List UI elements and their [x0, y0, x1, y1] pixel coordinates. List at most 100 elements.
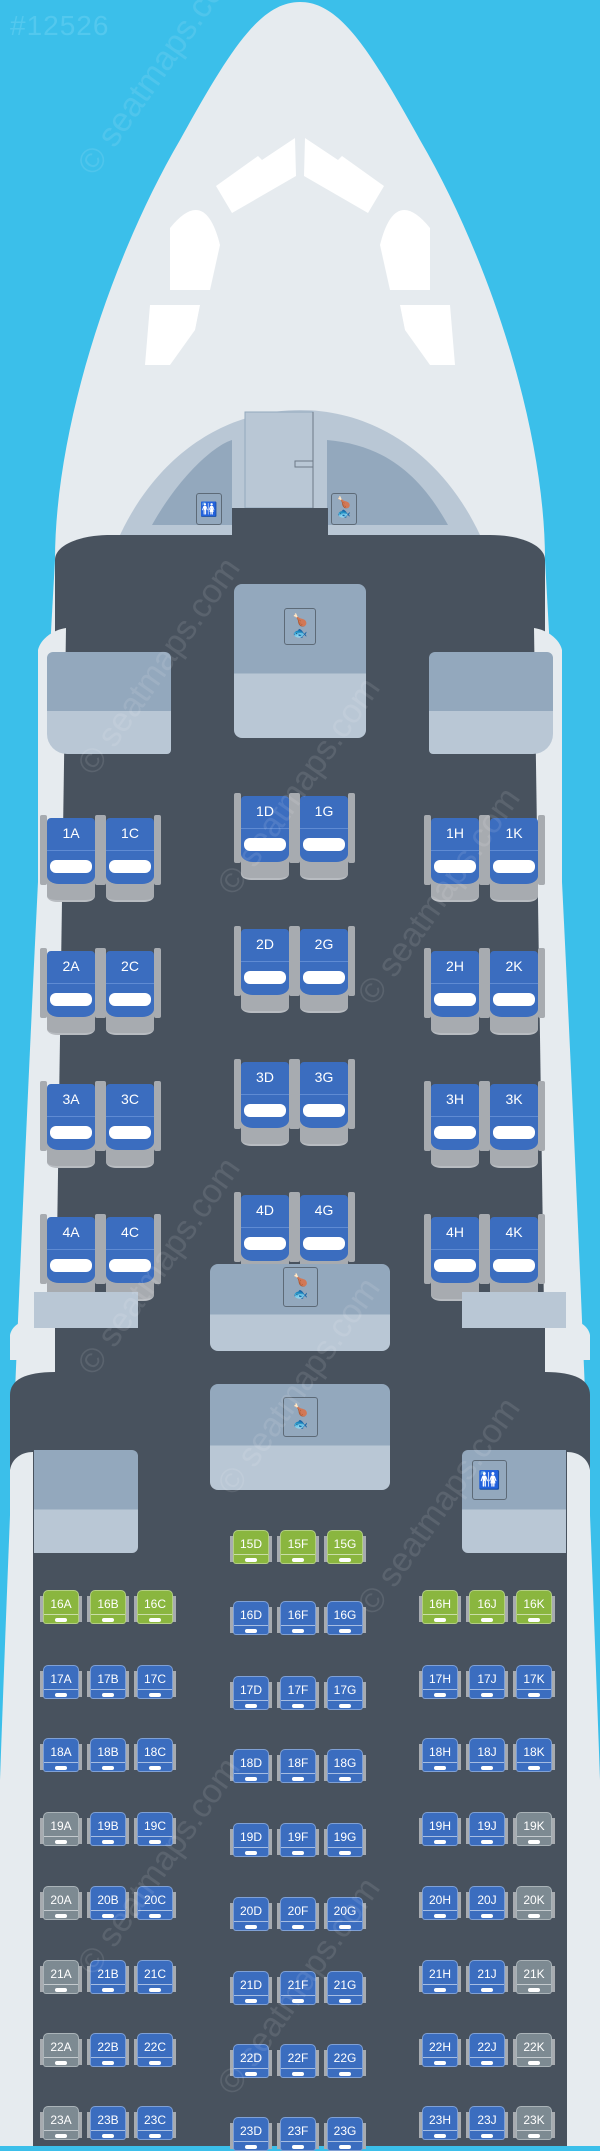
seat-3H[interactable]: 3H [424, 1081, 486, 1168]
seat-19J[interactable]: 19J [466, 1812, 508, 1846]
seat-20B[interactable]: 20B [87, 1886, 129, 1920]
seat-16K[interactable]: 16K [513, 1590, 555, 1624]
seat-16C[interactable]: 16C [134, 1590, 176, 1624]
seat-18C[interactable]: 18C [134, 1738, 176, 1772]
seat-17F[interactable]: 17F [277, 1676, 319, 1710]
seat-17B[interactable]: 17B [87, 1665, 129, 1699]
seat-22B[interactable]: 22B [87, 2033, 129, 2067]
seat-21G[interactable]: 21G [324, 1971, 366, 2005]
seat-20H[interactable]: 20H [419, 1886, 461, 1920]
seat-23B[interactable]: 23B [87, 2106, 129, 2140]
seat-22A[interactable]: 22A [40, 2033, 82, 2067]
seat-15F[interactable]: 15F [277, 1530, 319, 1564]
seat-18D[interactable]: 18D [230, 1749, 272, 1783]
seat-22K[interactable]: 22K [513, 2033, 555, 2067]
seat-17J[interactable]: 17J [466, 1665, 508, 1699]
seat-18A[interactable]: 18A [40, 1738, 82, 1772]
seat-19D[interactable]: 19D [230, 1823, 272, 1857]
seat-23J[interactable]: 23J [466, 2106, 508, 2140]
seat-4K[interactable]: 4K [483, 1214, 545, 1301]
seat-16G[interactable]: 16G [324, 1601, 366, 1635]
seat-20J[interactable]: 20J [466, 1886, 508, 1920]
seat-15D[interactable]: 15D [230, 1530, 272, 1564]
seat-21B[interactable]: 21B [87, 1960, 129, 1994]
seat-21K[interactable]: 21K [513, 1960, 555, 1994]
seat-16D[interactable]: 16D [230, 1601, 272, 1635]
seat-2G[interactable]: 2G [293, 926, 355, 1013]
seat-3C[interactable]: 3C [99, 1081, 161, 1168]
seat-21D[interactable]: 21D [230, 1971, 272, 2005]
seat-20G[interactable]: 20G [324, 1897, 366, 1931]
seat-2H[interactable]: 2H [424, 948, 486, 1035]
seat-1K[interactable]: 1K [483, 815, 545, 902]
seat-23K[interactable]: 23K [513, 2106, 555, 2140]
seat-18H[interactable]: 18H [419, 1738, 461, 1772]
seat-3K[interactable]: 3K [483, 1081, 545, 1168]
seat-17G[interactable]: 17G [324, 1676, 366, 1710]
seat-19G[interactable]: 19G [324, 1823, 366, 1857]
seat-22F[interactable]: 22F [277, 2044, 319, 2078]
seat-18G[interactable]: 18G [324, 1749, 366, 1783]
seat-17K[interactable]: 17K [513, 1665, 555, 1699]
seat-2K[interactable]: 2K [483, 948, 545, 1035]
seat-3G[interactable]: 3G [293, 1059, 355, 1146]
seat-21C[interactable]: 21C [134, 1960, 176, 1994]
seat-23C[interactable]: 23C [134, 2106, 176, 2140]
seat-1C[interactable]: 1C [99, 815, 161, 902]
seat-19K[interactable]: 19K [513, 1812, 555, 1846]
armrest [95, 815, 102, 885]
galley-icon: 🍗🐟 [337, 497, 351, 520]
seat-18K[interactable]: 18K [513, 1738, 555, 1772]
seat-19H[interactable]: 19H [419, 1812, 461, 1846]
seat-23G[interactable]: 23G [324, 2117, 366, 2151]
seat-1H[interactable]: 1H [424, 815, 486, 902]
seat-18B[interactable]: 18B [87, 1738, 129, 1772]
seat-20F[interactable]: 20F [277, 1897, 319, 1931]
seat-19B[interactable]: 19B [87, 1812, 129, 1846]
seat-17D[interactable]: 17D [230, 1676, 272, 1710]
seat-23H[interactable]: 23H [419, 2106, 461, 2140]
seat-17H[interactable]: 17H [419, 1665, 461, 1699]
seat-2D[interactable]: 2D [234, 926, 296, 1013]
seat-1A[interactable]: 1A [40, 815, 102, 902]
seat-1G[interactable]: 1G [293, 793, 355, 880]
seat-23D[interactable]: 23D [230, 2117, 272, 2151]
seat-21J[interactable]: 21J [466, 1960, 508, 1994]
seat-16A[interactable]: 16A [40, 1590, 82, 1624]
seat-17A[interactable]: 17A [40, 1665, 82, 1699]
seat-20C[interactable]: 20C [134, 1886, 176, 1920]
closet-left [47, 652, 171, 754]
seat-22H[interactable]: 22H [419, 2033, 461, 2067]
seat-16F[interactable]: 16F [277, 1601, 319, 1635]
seat-4H[interactable]: 4H [424, 1214, 486, 1301]
seat-16H[interactable]: 16H [419, 1590, 461, 1624]
seat-21H[interactable]: 21H [419, 1960, 461, 1994]
armrest [154, 948, 161, 1018]
seat-18J[interactable]: 18J [466, 1738, 508, 1772]
seat-2A[interactable]: 2A [40, 948, 102, 1035]
seat-15G[interactable]: 15G [324, 1530, 366, 1564]
seat-19A[interactable]: 19A [40, 1812, 82, 1846]
seat-2C[interactable]: 2C [99, 948, 161, 1035]
seat-3A[interactable]: 3A [40, 1081, 102, 1168]
seat-4C[interactable]: 4C [99, 1214, 161, 1301]
seat-21F[interactable]: 21F [277, 1971, 319, 2005]
seat-22J[interactable]: 22J [466, 2033, 508, 2067]
seat-1D[interactable]: 1D [234, 793, 296, 880]
seat-21A[interactable]: 21A [40, 1960, 82, 1994]
seat-19C[interactable]: 19C [134, 1812, 176, 1846]
seat-16J[interactable]: 16J [466, 1590, 508, 1624]
seat-20D[interactable]: 20D [230, 1897, 272, 1931]
seat-18F[interactable]: 18F [277, 1749, 319, 1783]
seat-19F[interactable]: 19F [277, 1823, 319, 1857]
seat-3D[interactable]: 3D [234, 1059, 296, 1146]
seat-22D[interactable]: 22D [230, 2044, 272, 2078]
seat-20A[interactable]: 20A [40, 1886, 82, 1920]
seat-23A[interactable]: 23A [40, 2106, 82, 2140]
seat-16B[interactable]: 16B [87, 1590, 129, 1624]
seat-22G[interactable]: 22G [324, 2044, 366, 2078]
seat-22C[interactable]: 22C [134, 2033, 176, 2067]
seat-17C[interactable]: 17C [134, 1665, 176, 1699]
seat-4A[interactable]: 4A [40, 1214, 102, 1301]
seat-20K[interactable]: 20K [513, 1886, 555, 1920]
